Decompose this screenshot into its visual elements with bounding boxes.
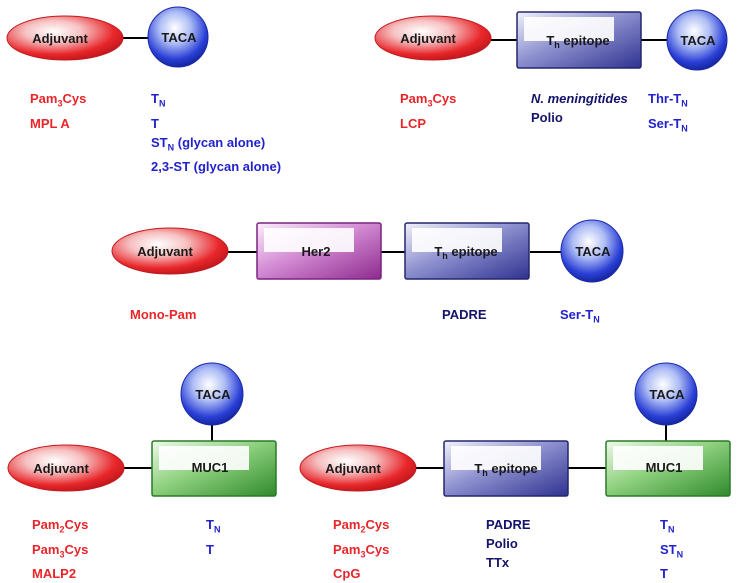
construct-1: Adjuvant TACA [6, 6, 209, 68]
label-item: Ser-TN [648, 115, 688, 134]
label-item: N. meningitides [531, 91, 628, 106]
taca-label: TACA [195, 387, 231, 402]
adjuvant-shape [299, 444, 417, 492]
construct-2: Adjuvant Th epitope TACA [374, 9, 728, 71]
taca-label: TACA [161, 30, 197, 45]
label-item: Pam3Cys [30, 91, 87, 109]
label-item: Thr-TN [648, 91, 688, 109]
label-item: Polio [486, 536, 518, 551]
adjuvant-label: Adjuvant [32, 31, 88, 46]
label-item: Ser-TN [560, 307, 600, 325]
adjuvant-label: Adjuvant [400, 31, 456, 46]
construct-4: Adjuvant MUC1 TACA [7, 362, 277, 497]
label-item: STN [660, 541, 684, 560]
label-item: TN [660, 517, 675, 535]
taca-shape [560, 219, 624, 283]
label-item: PADRE [442, 307, 487, 322]
her2-highlight [264, 228, 354, 252]
label-item: TN [151, 91, 166, 109]
label-item: MPL A [30, 115, 70, 131]
adjuvant-shape [374, 15, 492, 61]
th-epitope-highlight [451, 446, 541, 470]
c1-taca-list: TN T STN (glycan alone) 2,3-ST (glycan alon… [151, 89, 281, 176]
label-item: 2,3-ST (glycan alone) [151, 159, 282, 175]
muc1-highlight [613, 446, 703, 470]
c3-th-list: PADRE [442, 305, 487, 324]
construct-3: Adjuvant Her2 Th epitope TACA [111, 219, 624, 283]
label-item: Polio [531, 110, 563, 125]
label-item: Pam2Cys [32, 517, 89, 535]
label-item: STN (glycan alone) [151, 134, 266, 153]
c5-taca-list: TN STN T [660, 515, 683, 583]
adjuvant-label: Adjuvant [137, 244, 193, 259]
muc1-label: MUC1 [646, 460, 683, 475]
label-item: Mono-Pam [130, 307, 197, 322]
c3-taca-list: Ser-TN [560, 305, 600, 330]
label-item: Pam2Cys [333, 517, 390, 535]
label-item: T [206, 541, 214, 557]
label-item: LCP [400, 115, 426, 131]
adjuvant-label: Adjuvant [325, 461, 381, 476]
taca-shape [666, 9, 728, 71]
label-item: TN [206, 517, 221, 535]
th-epitope-highlight [524, 17, 614, 41]
label-item: T [660, 566, 668, 582]
label-item: TTx [486, 555, 510, 570]
adjuvant-shape [6, 15, 124, 61]
label-item: PADRE [486, 517, 531, 532]
taca-label: TACA [575, 244, 611, 259]
c2-taca-list: Thr-TN Ser-TN [648, 89, 688, 138]
th-epitope-label: Th epitope [474, 461, 537, 478]
c4-taca-list: TN T [206, 515, 220, 559]
c3-adjuvant-list: Mono-Pam [130, 305, 196, 324]
th-epitope-label: Th epitope [434, 244, 497, 261]
th-epitope-label: Th epitope [546, 33, 609, 50]
construct-5: Adjuvant Th epitope MUC1 TACA [299, 362, 731, 497]
muc1-label: MUC1 [192, 460, 229, 475]
taca-label: TACA [680, 33, 716, 48]
her2-label: Her2 [302, 244, 331, 259]
label-item: Pam3Cys [32, 541, 89, 560]
label-item: MALP2 [32, 566, 77, 582]
taca-label: TACA [649, 387, 685, 402]
label-item: Pam3Cys [333, 541, 390, 560]
label-item: Pam3Cys [400, 91, 457, 109]
adjuvant-shape [7, 444, 125, 492]
taca-shape [634, 362, 698, 426]
th-epitope-highlight [412, 228, 502, 252]
label-item: T [151, 115, 159, 131]
taca-shape [147, 6, 209, 68]
adjuvant-label: Adjuvant [33, 461, 89, 476]
label-item: CpG [333, 566, 361, 582]
muc1-highlight [159, 446, 249, 470]
adjuvant-shape [111, 227, 229, 275]
taca-shape [180, 362, 244, 426]
